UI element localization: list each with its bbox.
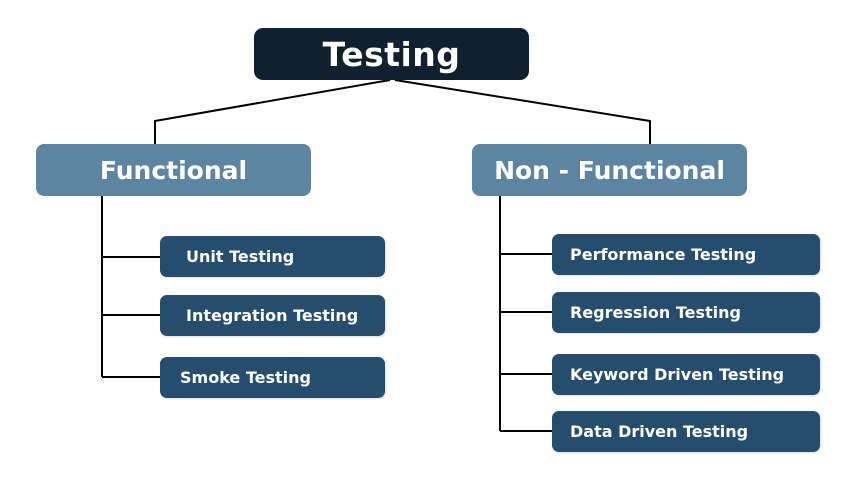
- leaf-label: Regression Testing: [570, 303, 741, 322]
- connector-root-nonfunctional: [394, 79, 651, 144]
- leaf-label: Integration Testing: [186, 306, 359, 325]
- leaf-label: Smoke Testing: [180, 368, 311, 387]
- leaf-unit-testing: Unit Testing: [160, 236, 385, 277]
- leaf-label: Unit Testing: [186, 247, 295, 266]
- category-label-non-functional: Non - Functional: [494, 155, 725, 185]
- leaf-label: Keyword Driven Testing: [570, 365, 785, 384]
- leaf-keyword-driven-testing: Keyword Driven Testing: [552, 354, 820, 395]
- root-node-testing: Testing: [254, 28, 529, 80]
- leaf-label: Performance Testing: [570, 245, 757, 264]
- leaf-integration-testing: Integration Testing: [160, 295, 385, 336]
- category-node-non-functional: Non - Functional: [472, 144, 747, 196]
- connector-root-functional: [154, 79, 391, 144]
- leaf-performance-testing: Performance Testing: [552, 234, 820, 275]
- root-label: Testing: [322, 34, 461, 74]
- leaf-data-driven-testing: Data Driven Testing: [552, 411, 820, 452]
- category-label-functional: Functional: [99, 155, 248, 185]
- category-node-functional: Functional: [36, 144, 311, 196]
- leaf-label: Data Driven Testing: [570, 422, 749, 441]
- leaf-regression-testing: Regression Testing: [552, 292, 820, 333]
- leaf-smoke-testing: Smoke Testing: [160, 357, 385, 398]
